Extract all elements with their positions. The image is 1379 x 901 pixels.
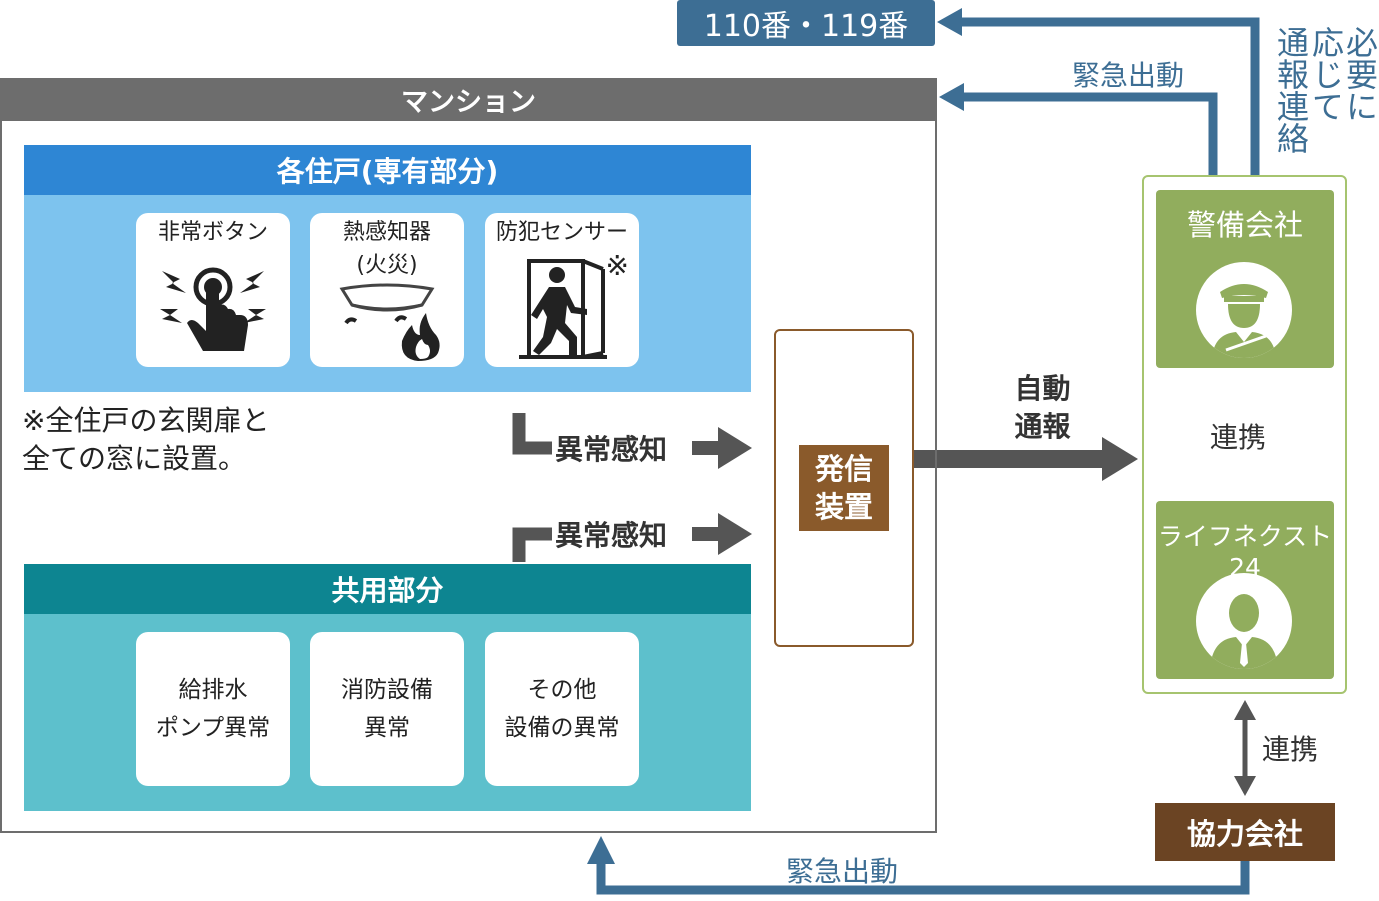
- sensor-note: ※全住戸の玄関扉と 全ての窓に設置。: [22, 402, 269, 478]
- water-pump-line2: ポンプ異常: [155, 715, 271, 741]
- sensor-note-line1: ※全住戸の玄関扉と: [22, 404, 270, 437]
- cooperation-label-inner: 連携: [1210, 421, 1267, 454]
- transmitter-label: 発信 装置: [799, 445, 889, 531]
- anomaly-label-top: 異常感知: [555, 433, 668, 466]
- private-section-title: 各住戸(専有部分): [24, 145, 751, 195]
- mansion-title: マンション: [0, 78, 937, 121]
- dispatch-label-top: 緊急出動: [1072, 59, 1185, 92]
- partner-company-box: 協力会社: [1155, 803, 1335, 861]
- auto-report-line2: 通報: [1014, 410, 1071, 443]
- cooperation-label-outer: 連携: [1262, 733, 1319, 766]
- police-fire-box: 110番・119番: [677, 0, 935, 46]
- other-equipment-line1: その他: [527, 677, 597, 703]
- emergency-button-icon: [160, 267, 266, 351]
- security-sensor-mark: ※: [605, 249, 629, 282]
- auto-report-label: 自動 通報: [1005, 370, 1080, 446]
- emergency-button-card: 非常ボタン: [136, 213, 290, 367]
- operator-person-icon: [1196, 573, 1292, 669]
- dispatch-label-bottom: 緊急出動: [786, 855, 899, 888]
- transmitter-line2: 装置: [814, 490, 873, 524]
- fire-equipment-line2: 異常: [364, 715, 410, 741]
- fire-equipment-line1: 消防設備: [341, 677, 433, 703]
- report-note-col1: 必要に: [1341, 26, 1379, 122]
- security-company-title: 警備会社: [1186, 208, 1303, 242]
- report-note-col3: 通報連絡: [1272, 26, 1310, 154]
- water-pump-line1: 給排水: [178, 677, 248, 703]
- security-company-box: 警備会社: [1156, 190, 1334, 368]
- water-pump-card: 給排水 ポンプ異常: [136, 632, 290, 786]
- security-guard-icon: [1196, 262, 1292, 358]
- anomaly-label-bottom: 異常感知: [555, 519, 668, 552]
- other-equipment-line2: 設備の異常: [504, 715, 620, 741]
- security-sensor-icon: [519, 259, 607, 359]
- emergency-button-label: 非常ボタン: [157, 220, 268, 245]
- security-sensor-label: 防犯センサー: [495, 220, 628, 245]
- transmitter-line1: 発信: [814, 452, 873, 486]
- report-note-col2: 応じて: [1307, 26, 1345, 122]
- heat-detector-label: 熱感知器: [342, 220, 431, 245]
- common-section-title: 共用部分: [24, 564, 751, 614]
- heat-detector-icon: [339, 283, 440, 361]
- heat-detector-card: 熱感知器 (火災): [310, 213, 464, 367]
- lifenext-box: ライフネクスト24: [1156, 501, 1334, 679]
- other-equipment-card: その他 設備の異常: [485, 632, 639, 786]
- fire-equipment-card: 消防設備 異常: [310, 632, 464, 786]
- auto-report-line1: 自動: [1014, 372, 1071, 405]
- sensor-note-line2: 全ての窓に設置。: [22, 442, 247, 475]
- security-sensor-card: 防犯センサー ※: [485, 213, 639, 367]
- heat-detector-sub: (火災): [356, 253, 418, 278]
